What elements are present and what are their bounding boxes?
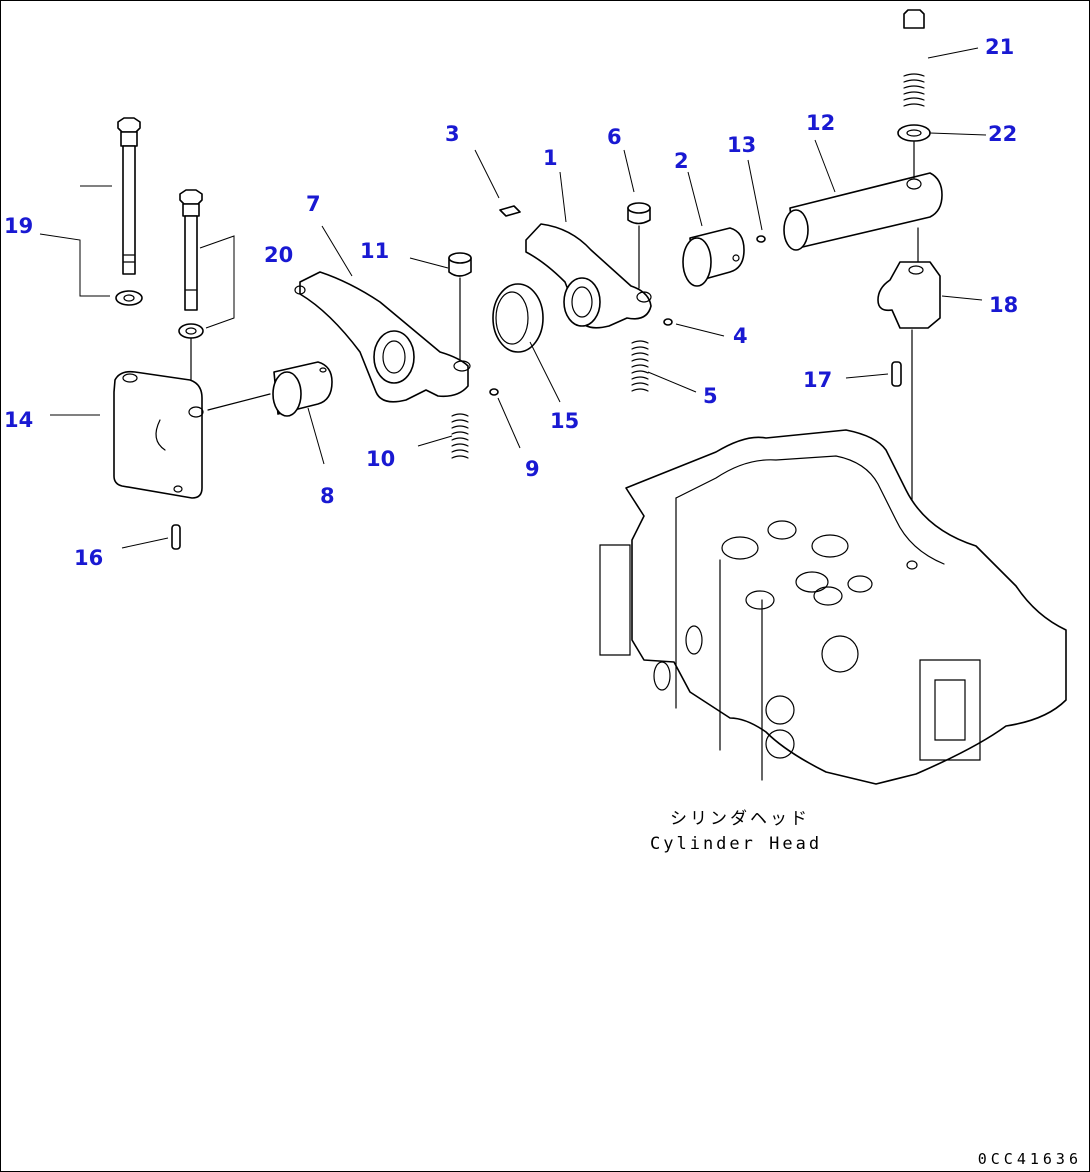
callout-10[interactable]: 10 — [366, 447, 396, 471]
nut-6 — [627, 202, 651, 225]
leader-lines — [39, 47, 987, 549]
ball-9 — [489, 388, 499, 396]
rocker-bracket-18 — [877, 261, 941, 329]
pin-17 — [891, 361, 902, 387]
ball-4 — [663, 318, 673, 326]
rocker-arm-1 — [525, 223, 652, 329]
callout-1[interactable]: 1 — [543, 146, 558, 170]
rocker-arm-7 — [294, 271, 471, 403]
bolt-21 — [903, 9, 925, 107]
callout-15[interactable]: 15 — [550, 409, 580, 433]
callout-11[interactable]: 11 — [360, 239, 390, 263]
callout-8[interactable]: 8 — [320, 484, 335, 508]
washer-19 — [115, 290, 143, 306]
callout-22[interactable]: 22 — [988, 122, 1018, 146]
callout-14[interactable]: 14 — [4, 408, 34, 432]
callout-7[interactable]: 7 — [306, 192, 321, 216]
bushing-2 — [682, 227, 745, 287]
callout-4[interactable]: 4 — [733, 324, 748, 348]
callout-18[interactable]: 18 — [989, 293, 1019, 317]
callout-16[interactable]: 16 — [74, 546, 104, 570]
caption-english: Cylinder Head — [650, 834, 823, 854]
callout-5[interactable]: 5 — [703, 384, 718, 408]
nut-11 — [448, 252, 472, 277]
drawing-id: 0CC41636 — [977, 1150, 1082, 1168]
cap-3 — [499, 205, 521, 217]
callout-6[interactable]: 6 — [607, 125, 622, 149]
rocker-shaft-12 — [783, 172, 943, 251]
washer-22 — [897, 124, 931, 142]
bolt-19 — [117, 117, 141, 275]
spring-5 — [631, 340, 649, 392]
caption-japanese: シリンダヘッド — [670, 809, 810, 829]
callout-19[interactable]: 19 — [4, 214, 34, 238]
washer-20 — [178, 323, 204, 339]
callout-20[interactable]: 20 — [264, 243, 294, 267]
bolt-20 — [179, 189, 203, 311]
callout-12[interactable]: 12 — [806, 111, 836, 135]
cylinder-head — [599, 429, 1067, 785]
callout-21[interactable]: 21 — [985, 35, 1015, 59]
callout-9[interactable]: 9 — [525, 457, 540, 481]
bushing-15 — [492, 283, 544, 353]
rocker-bracket-14 — [113, 370, 204, 499]
spring-10 — [451, 413, 469, 459]
plug-13 — [756, 235, 766, 243]
callout-13[interactable]: 13 — [727, 133, 757, 157]
pin-16 — [171, 524, 181, 550]
callout-17[interactable]: 17 — [803, 368, 833, 392]
callout-3[interactable]: 3 — [445, 122, 460, 146]
callout-2[interactable]: 2 — [674, 149, 689, 173]
bushing-8 — [272, 361, 333, 417]
